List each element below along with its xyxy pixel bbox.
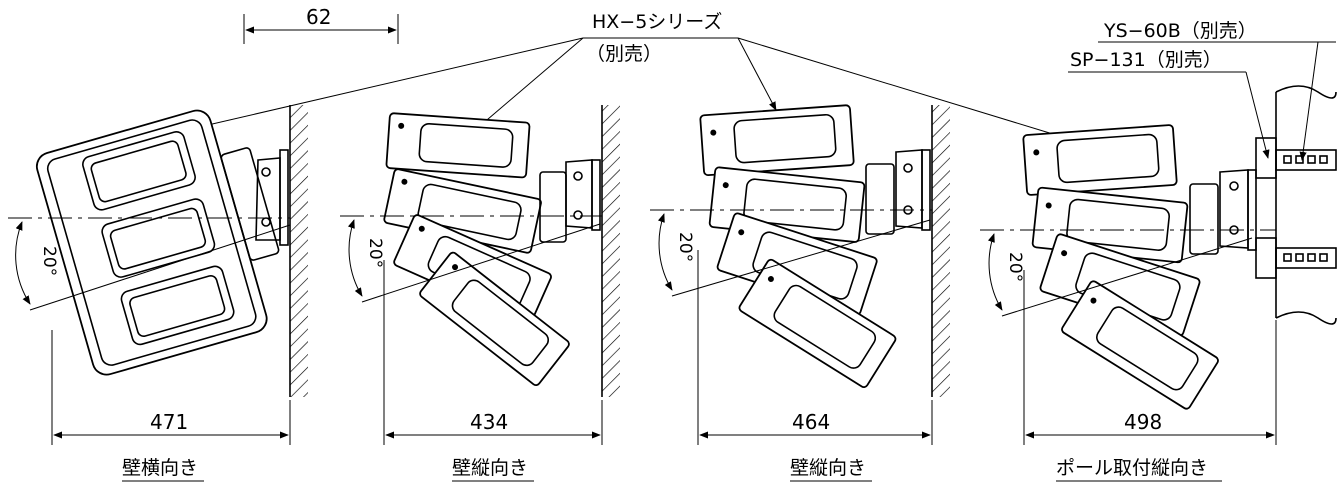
pole: [1275, 85, 1337, 325]
view-1-label: 壁横向き: [122, 457, 198, 479]
speaker-vertical-array-b: [699, 104, 897, 388]
pole-bracket-bands: [1219, 137, 1337, 279]
view-3-angle: 20°: [675, 232, 695, 262]
view-2-label: 壁縦向き: [452, 457, 528, 479]
speaker-horizontal: [35, 109, 280, 376]
offset-dimension-value: 62: [306, 5, 331, 29]
series-callout-leaders: [194, 37, 1067, 140]
sp131-label: SP−131（別売）: [1070, 49, 1222, 71]
speaker-vertical-array-a: [383, 112, 570, 387]
view-4-angle: 20°: [1005, 252, 1025, 282]
view-wall-vertical-b: [650, 104, 950, 445]
ys60b-label: YS−60B（別売）: [1103, 20, 1257, 42]
view-3-width: 464: [792, 410, 830, 434]
view-wall-horizontal: [8, 105, 308, 445]
view-1-width: 471: [150, 410, 188, 434]
offset-dimension: [243, 14, 399, 44]
series-note-label: （別売）: [586, 43, 662, 65]
series-name-label: HX−5シリーズ: [592, 11, 722, 33]
speaker-vertical-array-c: [1022, 124, 1219, 410]
accessory-callout-leaders: [1068, 41, 1336, 161]
view-2-width: 434: [470, 410, 508, 434]
wall-bracket: [565, 159, 601, 231]
view-3-label: 壁縦向き: [790, 457, 866, 479]
view-4-width: 498: [1124, 410, 1162, 434]
view-pole-vertical: [980, 85, 1337, 445]
view-4-label: ポール取付縦向き: [1056, 457, 1208, 479]
wall-bracket: [895, 149, 931, 231]
view-wall-vertical-a: [340, 105, 620, 445]
wall-hatch: [290, 105, 308, 397]
view-1-angle: 20°: [39, 246, 59, 276]
view-2-angle: 20°: [365, 238, 385, 268]
